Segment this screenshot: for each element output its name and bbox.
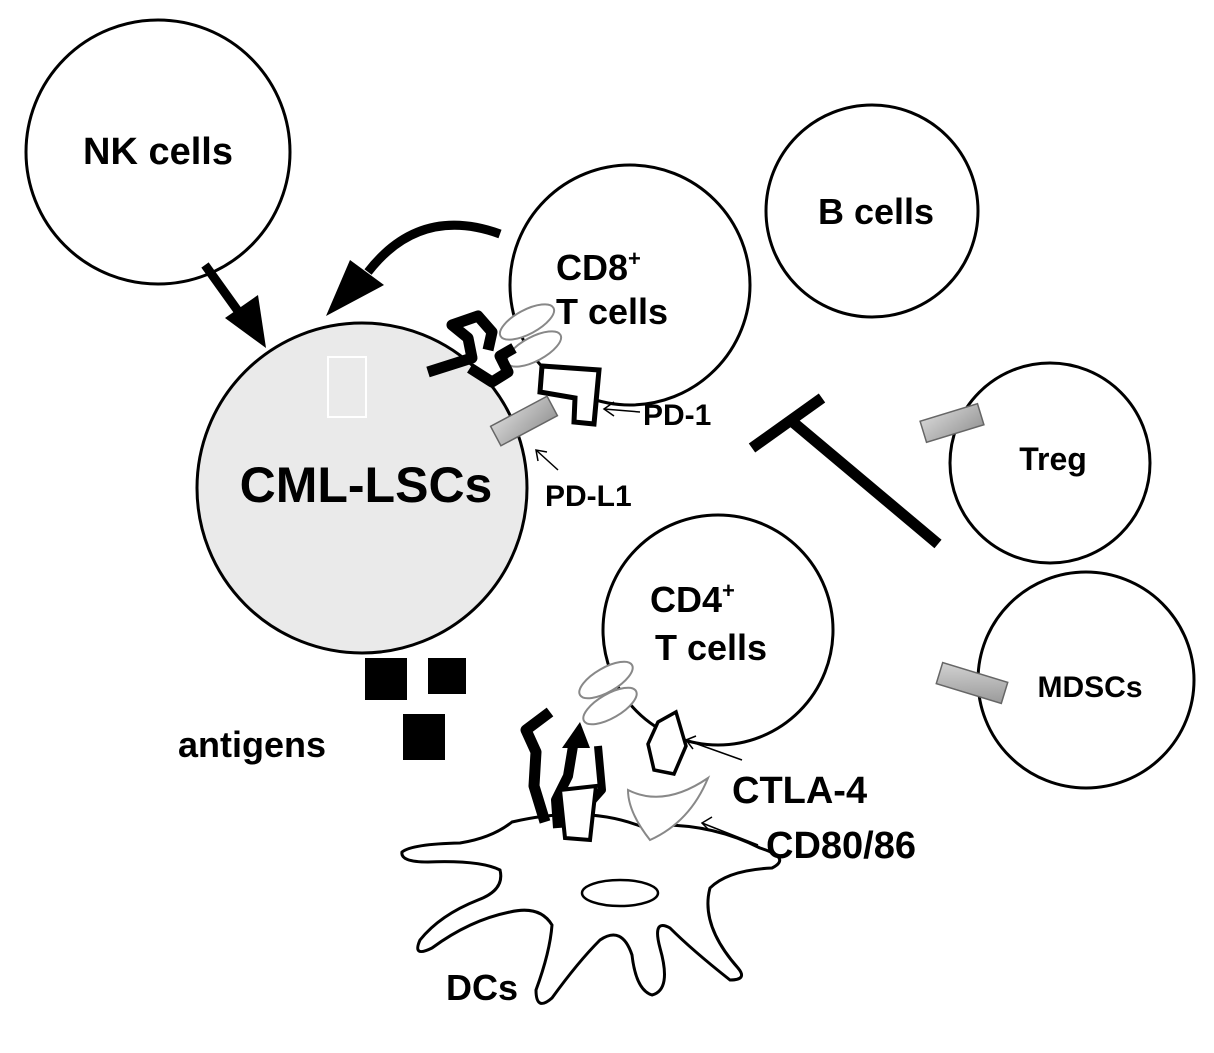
- nk-cell: NK cells: [24, 18, 292, 286]
- cd80-86-label: CD80/86: [766, 825, 916, 867]
- dc-tcr-mhc-complex: [520, 660, 638, 843]
- treg-cell: Treg: [919, 361, 1152, 565]
- b-cells-label: B cells: [818, 191, 934, 232]
- b-cell: B cells: [764, 103, 980, 319]
- antigens: antigens: [178, 658, 466, 765]
- dcs-label: DCs: [446, 967, 518, 1008]
- mdsc-cell: MDSCs: [935, 570, 1196, 790]
- pd1-label: PD-1: [643, 399, 711, 432]
- cd8-to-lsc-arrow: [326, 220, 502, 316]
- cml-lsc-cell: CML-LSCs: [195, 321, 529, 655]
- cd8-t-cells-label: T cells: [556, 291, 668, 332]
- cd80-86-ligand: CD80/86: [626, 775, 916, 867]
- pd1-receptor: PD-1: [537, 363, 711, 432]
- nk-to-lsc-arrow: [201, 262, 266, 348]
- mdscs-label: MDSCs: [1037, 671, 1142, 704]
- cd8-t-cell: CD8+ T cells: [508, 163, 752, 407]
- dendritic-cell: DCs: [400, 812, 782, 1008]
- inhibition-bar: [748, 393, 942, 549]
- pdl1-ligand: PD-L1: [489, 395, 632, 513]
- pdl1-label: PD-L1: [545, 480, 632, 513]
- cd8-label: CD8+: [556, 246, 641, 288]
- cd4-t-cells-label: T cells: [655, 627, 767, 668]
- ctla4-receptor: CTLA-4: [646, 709, 867, 812]
- nk-cells-label: NK cells: [83, 131, 233, 173]
- cd4-label: CD4+: [650, 578, 735, 620]
- ctla4-label: CTLA-4: [732, 770, 867, 812]
- cml-lscs-label: CML-LSCs: [240, 457, 493, 513]
- tcr-mhc-complex: [426, 303, 563, 388]
- treg-label: Treg: [1019, 441, 1087, 477]
- antigens-label: antigens: [178, 724, 326, 765]
- antigen-square: [365, 658, 407, 700]
- antigen-square: [428, 658, 466, 694]
- cd4-t-cell: CD4+ T cells: [601, 513, 835, 747]
- antigen-square: [403, 714, 445, 760]
